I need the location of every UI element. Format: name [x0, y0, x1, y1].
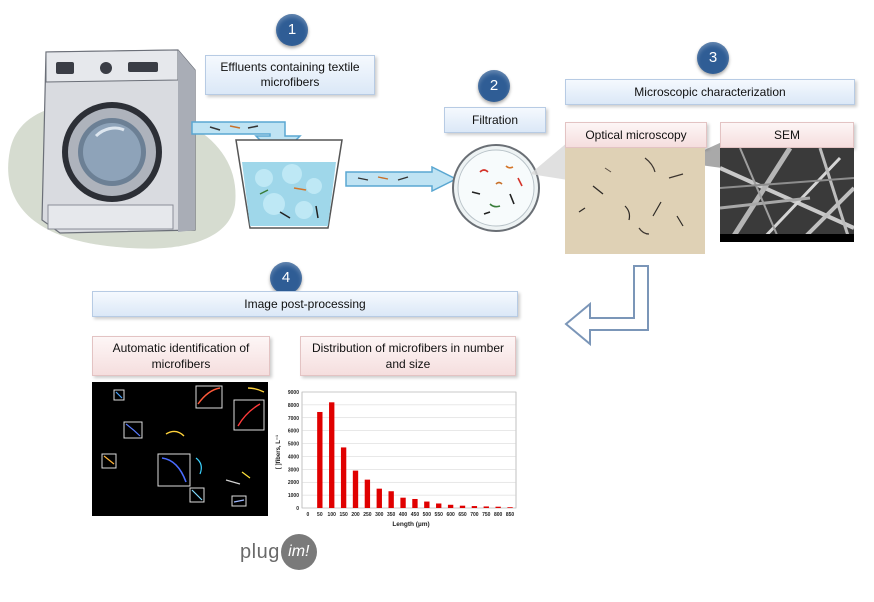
bar	[352, 470, 359, 508]
return-arrow	[564, 265, 649, 347]
x-tick-label: 50	[317, 512, 323, 518]
effluent-bucket-illustration	[235, 139, 343, 229]
x-tick-label: 350	[387, 512, 396, 518]
y-tick-label: 1000	[288, 493, 299, 499]
filter-membrane-illustration	[452, 144, 540, 232]
step-1-label: Effluents containing textile microfibers	[205, 55, 375, 95]
x-tick-label: 500	[423, 512, 432, 518]
x-tick-label: 250	[363, 512, 372, 518]
y-tick-label: 6000	[288, 429, 299, 435]
distribution-label: Distribution of microfibers in number an…	[300, 336, 516, 376]
x-tick-label: 200	[351, 512, 360, 518]
washing-machine-illustration	[8, 49, 236, 249]
y-tick-label: 4000	[288, 454, 299, 460]
y-tick-label: 9000	[288, 390, 299, 396]
bar	[412, 498, 418, 508]
y-tick-label: 2000	[288, 480, 299, 486]
sem-label: SEM	[720, 122, 854, 148]
step-3-badge: 3	[697, 42, 729, 74]
x-tick-label: 100	[328, 512, 337, 518]
identification-image	[92, 382, 268, 516]
logo-suffix: im!	[288, 543, 310, 560]
bar	[317, 411, 323, 508]
bar	[388, 491, 394, 508]
bar	[447, 504, 454, 508]
step-4-label: Image post-processing	[92, 291, 518, 317]
logo-badge: im!	[280, 534, 317, 570]
y-axis-label: [ ]fibers, L⁻¹	[275, 435, 282, 469]
x-tick-label: 850	[506, 512, 515, 518]
optical-microscopy-label: Optical microscopy	[565, 122, 707, 148]
identification-label: Automatic identification of microfibers	[92, 336, 270, 376]
y-tick-label: 8000	[288, 403, 299, 409]
x-tick-label: 700	[470, 512, 479, 518]
y-tick-label: 7000	[288, 416, 299, 422]
distribution-bar-chart: [ ]fibers, L⁻¹ Length (µm) 0100020003000…	[275, 390, 517, 528]
x-tick-label: 750	[482, 512, 491, 518]
x-tick-label: 550	[435, 512, 444, 518]
plugim-logo: plug im!	[240, 532, 317, 572]
x-tick-label: 400	[399, 512, 408, 518]
bar	[483, 506, 489, 508]
y-tick-label: 0	[296, 506, 299, 512]
bar	[376, 488, 382, 508]
washing-machine-icon	[41, 49, 196, 234]
bar	[329, 402, 335, 508]
step-2-label: Filtration	[444, 107, 546, 133]
step-3-label: Microscopic characterization	[565, 79, 855, 105]
bar	[459, 505, 466, 508]
filtration-arrow	[345, 166, 458, 192]
bar	[471, 506, 478, 508]
bar	[400, 497, 406, 508]
step-2-badge: 2	[478, 70, 510, 102]
x-tick-label: 450	[411, 512, 420, 518]
x-axis-label: Length (µm)	[392, 521, 429, 528]
bar	[495, 506, 501, 508]
y-tick-label: 5000	[288, 442, 299, 448]
x-tick-label: 300	[375, 512, 384, 518]
x-tick-label: 150	[339, 512, 348, 518]
y-tick-label: 3000	[288, 467, 299, 473]
bar	[340, 447, 347, 508]
optical-microscopy-image	[565, 148, 705, 254]
bar	[436, 503, 442, 508]
x-tick-label: 800	[494, 512, 503, 518]
bar	[364, 479, 371, 508]
sem-image	[720, 148, 854, 242]
step-4-badge: 4	[270, 262, 302, 294]
bar	[424, 501, 430, 508]
logo-prefix: plug	[240, 540, 280, 563]
step-1-badge: 1	[276, 14, 308, 46]
x-tick-label: 0	[307, 512, 310, 518]
x-tick-label: 650	[458, 512, 467, 518]
x-tick-label: 600	[446, 512, 455, 518]
zoom-wedge	[530, 142, 568, 180]
bar	[507, 507, 513, 508]
plot-area	[301, 391, 517, 509]
